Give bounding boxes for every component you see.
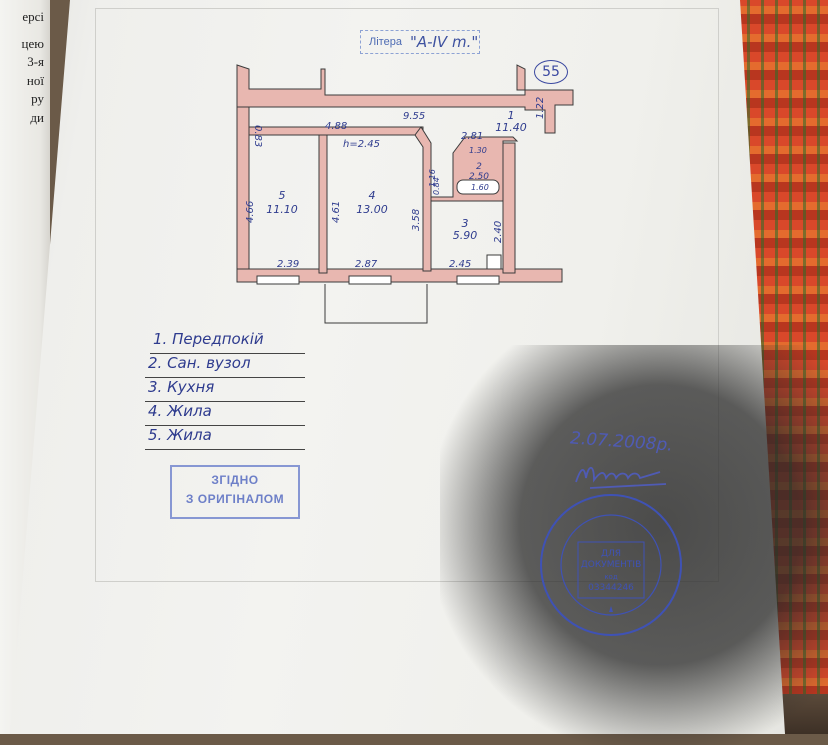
room2-area: 2.50 [469, 172, 489, 182]
seal-center-line2: ДОКУМЕНТІВ [581, 560, 642, 570]
room2-number: 2 [476, 162, 482, 172]
legend-item: 5. Жила [145, 426, 305, 450]
dim-room-width-top: 4.88 [325, 121, 347, 132]
window-room3 [456, 275, 500, 285]
dim-bottom-room3: 2.45 [449, 259, 471, 270]
room1-number: 1 [508, 109, 515, 122]
wall-5-4 [318, 132, 328, 274]
back-page-line: ерсі [22, 9, 44, 24]
window-room4 [348, 275, 392, 285]
litera-stamp: Літера "A-IV m." [360, 30, 480, 54]
dim-bottom-room4: 2.87 [355, 259, 378, 270]
back-page-line: цею [21, 35, 44, 51]
stamp-line: ЗГІДНО [211, 473, 259, 487]
dim-room5-height: 4.66 [245, 201, 256, 223]
window-room5 [256, 275, 300, 285]
round-seal: ДЛЯ ДОКУМЕНТІВ код 03344246 [540, 494, 682, 636]
back-page-line: ру [31, 91, 44, 106]
back-page-line: ди [30, 109, 44, 125]
legend-item: 2. Сан. вузол [145, 354, 305, 378]
wall-top [236, 64, 574, 256]
back-page-line: 3-я [27, 54, 44, 69]
bathtub-icon [456, 179, 500, 195]
back-page-line: ної [26, 72, 44, 88]
stove-icon [486, 254, 502, 270]
legend-item: 4. Жила [145, 402, 305, 426]
litera-label: Літера [369, 36, 402, 48]
wall-right [502, 142, 516, 274]
dim-room2-side: 1.16 [428, 169, 437, 187]
balcony [324, 284, 428, 324]
dim-ceiling: h=2.45 [343, 139, 380, 150]
stamp-line: З ОРИГІНАЛОМ [185, 492, 285, 506]
dim-room2-inner2: 1.60 [471, 183, 489, 192]
wall-4-3 [414, 126, 432, 272]
dim-right-wall: 1.22 [535, 97, 546, 119]
dim-room2-top: 2.81 [461, 131, 483, 142]
seal-code: 03344246 [588, 583, 634, 593]
dim-left-top: 0.83 [252, 125, 263, 147]
room4-number: 4 [369, 189, 376, 202]
room4-area: 13.00 [356, 203, 388, 216]
dim-top-wall: 9.55 [403, 111, 425, 122]
room3-number: 3 [462, 217, 469, 230]
legend: 1. Передпокій 2. Сан. вузол 3. Кухня 4. … [145, 330, 305, 450]
dim-room3-height: 2.40 [493, 221, 504, 243]
certified-copy-stamp: ЗГІДНО З ОРИГІНАЛОМ [170, 465, 300, 519]
seal-center-line1: ДЛЯ [601, 549, 621, 559]
dim-bottom-room5: 2.39 [277, 259, 299, 270]
back-page-text: ерсі цею 3-я ної ру ди [0, 8, 44, 127]
wall-left [236, 106, 250, 283]
dim-room4-height: 4.61 [331, 201, 342, 223]
page-frame [95, 8, 719, 582]
litera-value: "A-IV m." [409, 33, 479, 51]
legend-item: 1. Передпокій [150, 330, 305, 354]
dim-room2-inner: 1.30 [469, 146, 487, 155]
room5-area: 11.10 [266, 203, 298, 216]
handwritten-signature [575, 466, 667, 489]
seal-code-label: код [604, 573, 618, 581]
dim-room3-side: 3.58 [411, 209, 422, 231]
floor-plan: 9.55 0.83 4.88 1.22 h=2.45 4.66 4.61 3.5… [236, 64, 574, 324]
plan-number-circle: 55 [534, 60, 568, 84]
room5-number: 5 [279, 189, 286, 202]
room1-area: 11.40 [495, 121, 527, 134]
room3-area: 5.90 [453, 229, 478, 242]
dim-room2-small: 0.84 [432, 177, 441, 195]
legend-item: 3. Кухня [145, 378, 305, 402]
